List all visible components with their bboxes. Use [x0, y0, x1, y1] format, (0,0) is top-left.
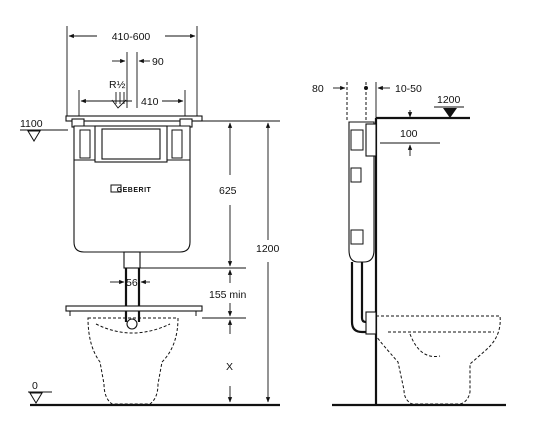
top-level-label: 1200	[437, 94, 461, 106]
outlet-connector	[126, 318, 138, 330]
pipe-offset-dimension: 90	[112, 52, 164, 108]
floor-level-label: 0	[32, 380, 38, 392]
depth-range-label: 10-50	[395, 83, 422, 95]
frame-level-marker: 1100	[20, 118, 68, 142]
brand-mark	[110, 184, 122, 193]
floor-level-marker: 0	[28, 380, 52, 404]
actuator-offset-dimension: 100	[380, 110, 440, 156]
toilet-side	[375, 315, 501, 405]
toilet-bowl	[87, 317, 179, 405]
min-clearance-label: 155 min	[209, 289, 247, 301]
outlet-width-dimension: 56	[110, 277, 150, 289]
depth-range-dimension: 10-50	[375, 82, 422, 118]
actuator-offset-label: 100	[400, 128, 418, 140]
mounting-bar	[65, 115, 203, 122]
outlet-neck	[123, 251, 141, 269]
cistern-width-dimension: 410	[78, 90, 186, 118]
side-view: 80 10-50 1200 100	[312, 82, 506, 407]
frame-feet	[65, 305, 203, 312]
outlet-side-connector	[365, 311, 377, 335]
total-height-label: 1200	[256, 243, 280, 255]
frame-width-label: 410-600	[112, 31, 151, 43]
pipe-thread-label: R½	[109, 79, 126, 91]
frame-level-label: 1100	[20, 118, 43, 130]
outlet-width-label: 56	[126, 277, 138, 289]
inlet-pipe-arrows	[111, 92, 127, 109]
actuator-side	[365, 123, 377, 157]
cistern-height-label: 625	[219, 185, 237, 197]
cistern-width-label: 410	[141, 96, 159, 108]
pipe-offset-label: 90	[152, 56, 164, 68]
front-view: 410-600 90 R½ 410 1100	[20, 26, 280, 407]
top-level-marker: 1200	[434, 94, 464, 118]
frame-width-dimension: 410-600	[66, 26, 198, 120]
wall-gap-dimension: 80	[312, 82, 368, 122]
variable-height-label: X	[226, 361, 233, 373]
right-dimensions: 625 155 min X 1200	[140, 120, 280, 403]
actuator-plate	[101, 128, 161, 160]
brand-logo: GEBERIT	[117, 187, 152, 194]
cistern-side-profile	[348, 121, 375, 263]
wall-gap-label: 80	[312, 83, 324, 95]
